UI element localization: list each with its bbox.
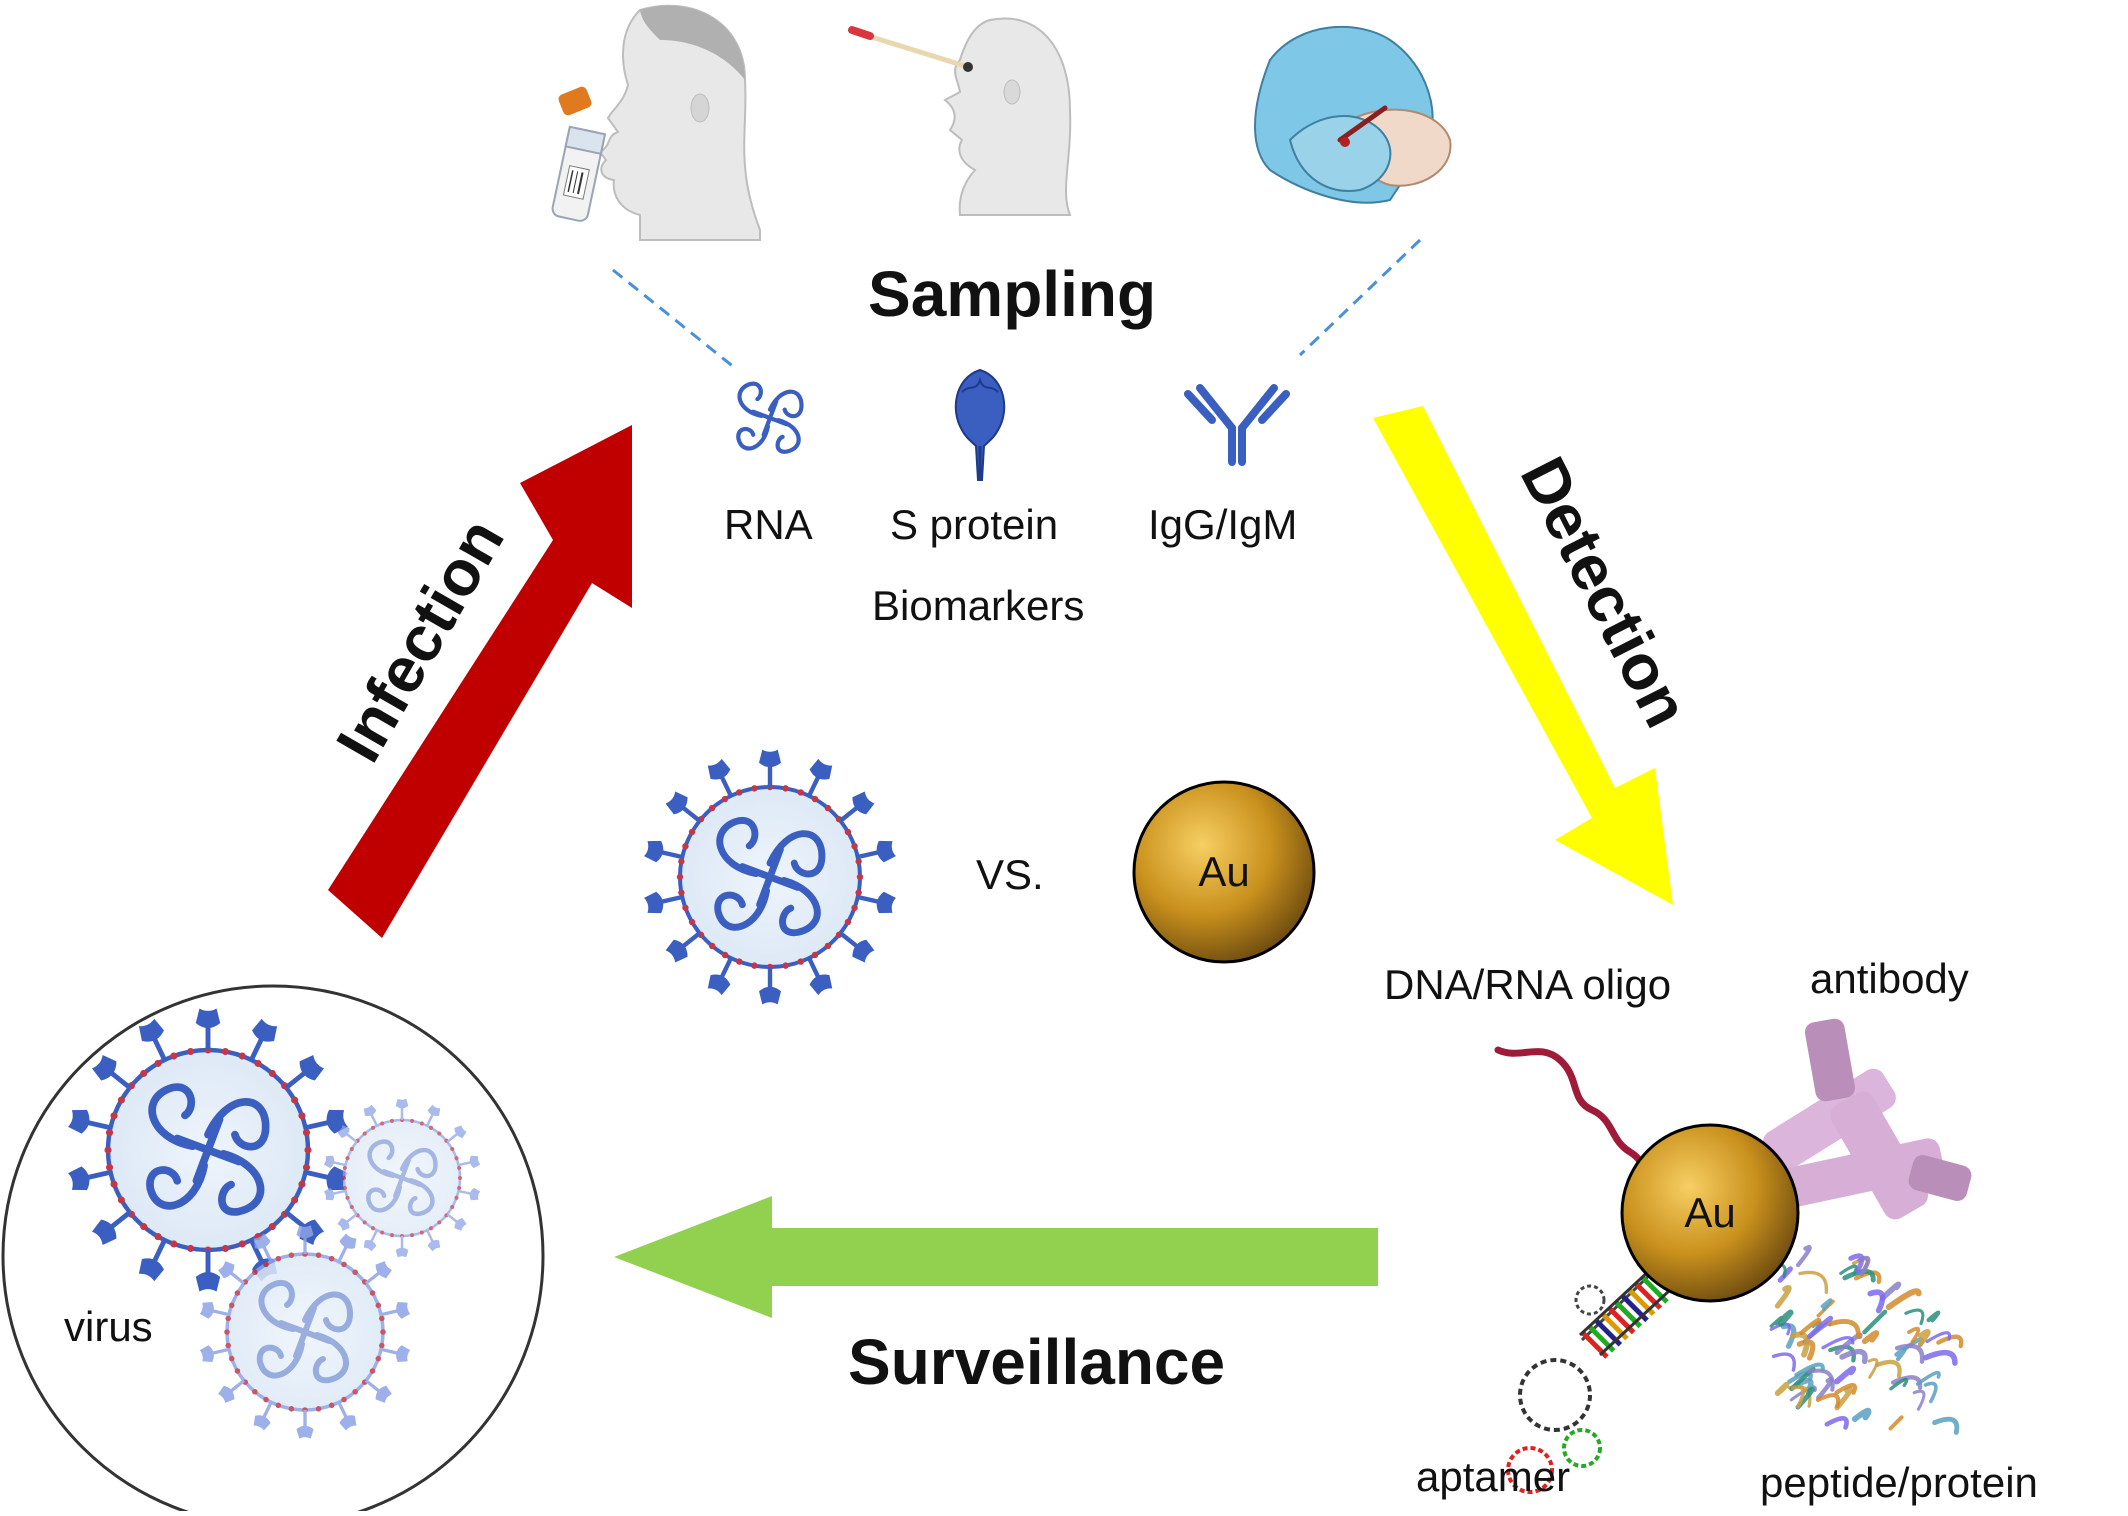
antibody-label: antibody (1810, 955, 1969, 1002)
aptamer-label: aptamer (1416, 1453, 1571, 1500)
finger-prick-illustration (1254, 25, 1452, 204)
surveillance-arrow (614, 1196, 1378, 1318)
virus-sample-circle (1, 984, 545, 1516)
detection-arrow (1373, 406, 1673, 905)
virus-particle-center (643, 750, 896, 1005)
vs-label: VS. (976, 851, 1044, 898)
nanoparticle-au-label: Au (1684, 1189, 1736, 1236)
virus-particle-large (67, 1008, 348, 1291)
rna-icon (738, 384, 801, 452)
dashed-connector-right (1298, 238, 1422, 357)
virus-particle-small (197, 1223, 413, 1441)
virus-particle-faded (322, 1097, 482, 1259)
s-protein-icon (954, 368, 1006, 481)
peptide-protein-label: peptide/protein (1760, 1459, 2038, 1506)
dashed-connector-left (612, 268, 736, 370)
gold-nanoparticle-center (1132, 780, 1316, 964)
igg-igm-label: IgG/IgM (1148, 501, 1298, 548)
rna-label: RNA (724, 501, 813, 548)
center-au-label: Au (1198, 848, 1250, 895)
antibody-shape (1762, 1018, 1972, 1220)
infection-arrow (328, 425, 632, 938)
biomarkers-label: Biomarkers (872, 582, 1085, 629)
protein-structure (1763, 1245, 1964, 1435)
dna-rna-oligo-label: DNA/RNA oligo (1384, 961, 1672, 1008)
saliva-sampling-illustration (551, 4, 761, 241)
nasal-swab-illustration (848, 17, 1072, 216)
virus-label: virus (64, 1303, 153, 1350)
aptamer-shape (1506, 1263, 1672, 1494)
s-protein-label: S protein (890, 501, 1059, 548)
functionalized-nanoparticle (1494, 1018, 1972, 1494)
sampling-label: Sampling (868, 258, 1157, 330)
igg-igm-antibody-icon (1184, 384, 1290, 466)
surveillance-label: Surveillance (848, 1326, 1226, 1398)
